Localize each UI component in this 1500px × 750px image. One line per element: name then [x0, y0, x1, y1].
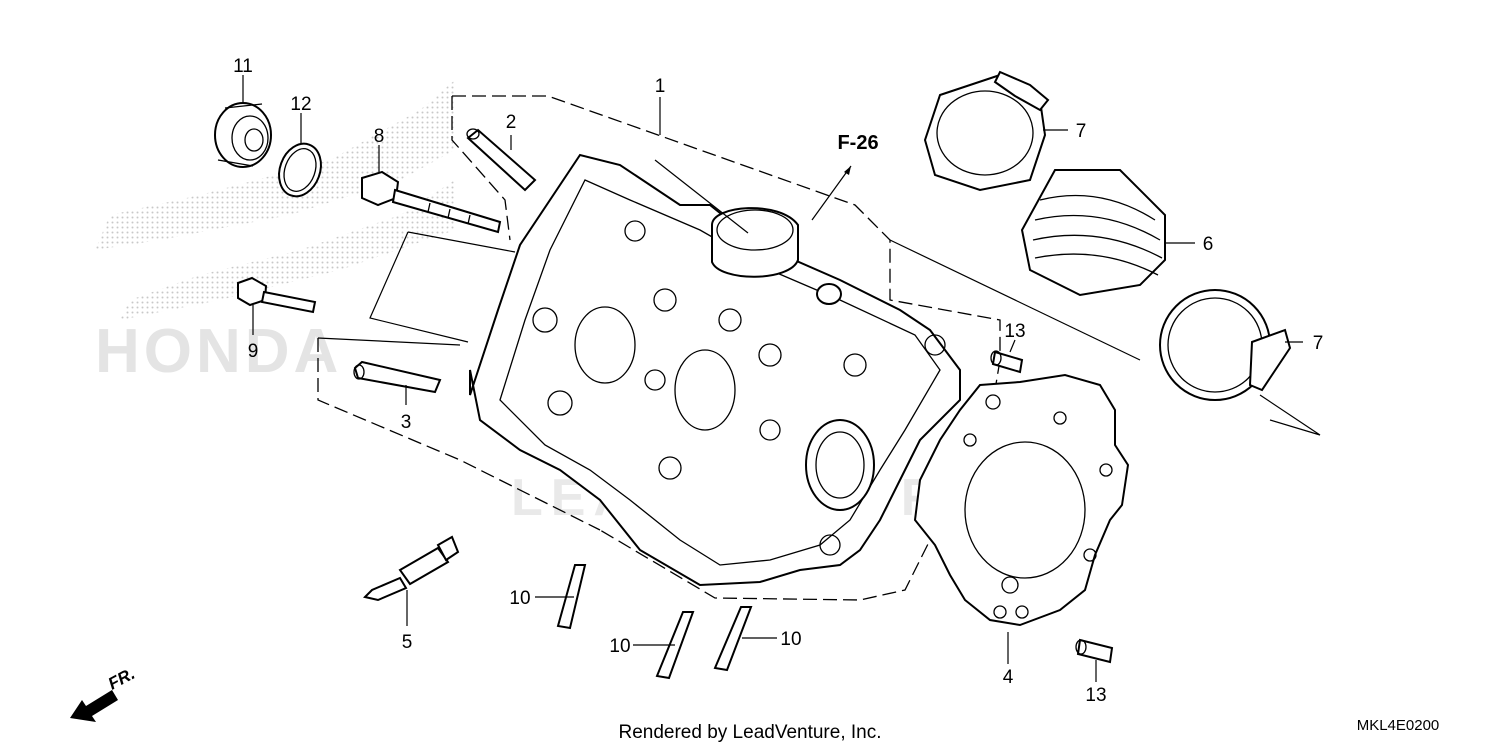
part-10-stud-right[interactable]: [713, 606, 753, 672]
diagram-code: MKL4E0200: [1357, 717, 1440, 734]
callout-3: 3: [401, 412, 412, 433]
front-marker-label: FR.: [105, 664, 138, 694]
callout-10-right: 10: [780, 629, 801, 650]
part-1-cylinder-head[interactable]: [469, 153, 961, 587]
front-marker: FR.: [70, 664, 138, 722]
callout-7-lower: 7: [1313, 333, 1324, 354]
callout-12: 12: [290, 94, 311, 115]
part-13-dowel-pin-upper[interactable]: [990, 350, 1024, 374]
part-3-dowel-pin[interactable]: [353, 360, 442, 394]
callout-13-upper: 13: [1004, 321, 1025, 342]
part-8-bolt[interactable]: [361, 170, 502, 234]
part-7-clamp-upper[interactable]: [923, 70, 1050, 192]
part-7-clamp-lower[interactable]: [1159, 289, 1292, 401]
part-9-bolt[interactable]: [237, 276, 317, 314]
callout-10-center: 10: [609, 636, 630, 657]
front-arrow-icon: [70, 690, 118, 722]
callout-9: 9: [248, 341, 259, 362]
footer-credit: Rendered by LeadVenture, Inc.: [618, 722, 881, 743]
callout-8: 8: [374, 126, 385, 147]
part-13-dowel-pin-lower[interactable]: [1075, 638, 1114, 664]
callout-7-upper: 7: [1076, 121, 1087, 142]
callout-5: 5: [402, 632, 413, 653]
callout-2: 2: [506, 112, 517, 133]
callout-1: 1: [655, 76, 666, 97]
brand-watermark: HONDA: [95, 80, 455, 386]
callout-10-left: 10: [509, 588, 530, 609]
callout-13-lower: 13: [1085, 685, 1106, 706]
callout-6: 6: [1203, 234, 1214, 255]
callout-11: 11: [233, 56, 253, 77]
part-2-dowel-pin[interactable]: [466, 128, 537, 192]
reference-label: F-26: [837, 132, 878, 154]
part-5-spark-plug[interactable]: [363, 535, 460, 602]
callout-4: 4: [1003, 667, 1014, 688]
part-11-cap[interactable]: [214, 102, 272, 168]
brand-watermark-text: HONDA: [95, 317, 342, 386]
part-12-o-ring[interactable]: [272, 138, 328, 202]
part-6-boot[interactable]: [1020, 169, 1166, 297]
part-4-head-gasket[interactable]: [913, 373, 1130, 627]
